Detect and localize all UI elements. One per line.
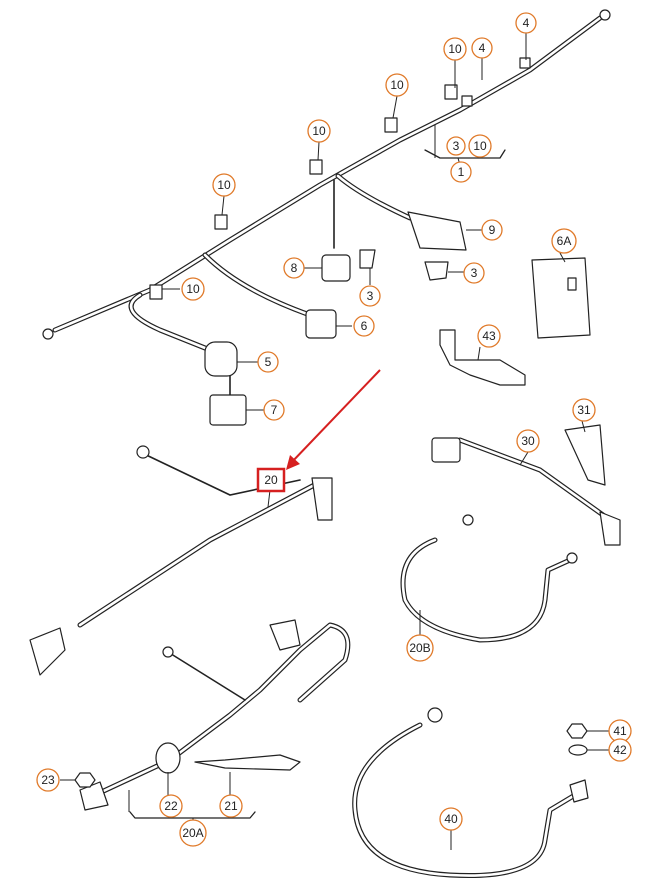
callout-42[interactable]: 42	[608, 738, 632, 762]
callout-3[interactable]: 3	[359, 285, 381, 307]
label-sticker-6A	[531, 257, 591, 339]
svg-text:5: 5	[265, 355, 272, 369]
highlight-arrow	[286, 369, 381, 470]
callout-41[interactable]: 41	[608, 719, 632, 743]
svg-text:10: 10	[186, 282, 200, 296]
svg-text:23: 23	[41, 773, 55, 787]
callout-31[interactable]: 31	[572, 398, 596, 422]
callout-10[interactable]: 10	[307, 119, 331, 143]
callout-10[interactable]: 10	[181, 277, 205, 301]
connector-5	[204, 341, 238, 377]
callout-5[interactable]: 5	[257, 351, 279, 373]
callout-3[interactable]: 3	[446, 136, 466, 156]
svg-text:10: 10	[473, 139, 487, 153]
battery-cable-30	[431, 424, 621, 546]
leader-lines	[60, 32, 610, 850]
callout-10[interactable]: 10	[212, 173, 236, 197]
svg-text:10: 10	[217, 178, 231, 192]
callout-4[interactable]: 4	[471, 37, 493, 59]
svg-text:10: 10	[312, 124, 326, 138]
callout-20-highlighted[interactable]: 20	[256, 467, 286, 493]
svg-text:1: 1	[458, 165, 465, 179]
svg-text:30: 30	[521, 434, 535, 448]
bracket-43	[439, 329, 526, 386]
ground-strap-20	[29, 445, 333, 676]
svg-text:6A: 6A	[557, 234, 572, 248]
svg-text:21: 21	[224, 799, 238, 813]
washer-42	[568, 744, 588, 756]
callout-8[interactable]: 8	[283, 257, 305, 279]
nut-23	[74, 772, 96, 788]
callout-40[interactable]: 40	[439, 807, 463, 831]
callout-10[interactable]: 10	[468, 134, 492, 158]
callout-1[interactable]: 1	[450, 161, 472, 183]
bracket-31	[564, 424, 606, 486]
callout-7[interactable]: 7	[263, 399, 285, 421]
main-wiring-harness	[42, 9, 611, 426]
cable-assembly-20A	[79, 619, 351, 826]
svg-text:8: 8	[291, 261, 298, 275]
callout-20B[interactable]: 20B	[406, 634, 434, 662]
callout-21[interactable]: 21	[219, 794, 243, 818]
svg-text:43: 43	[482, 329, 496, 343]
svg-text:9: 9	[489, 223, 496, 237]
svg-text:4: 4	[523, 16, 530, 30]
svg-text:3: 3	[471, 266, 478, 280]
svg-text:7: 7	[271, 403, 278, 417]
connector-6	[305, 309, 337, 339]
nut-41	[566, 723, 588, 739]
callout-23[interactable]: 23	[36, 768, 60, 792]
svg-text:42: 42	[613, 743, 627, 757]
callout-6[interactable]: 6	[353, 315, 375, 337]
svg-text:20: 20	[264, 473, 278, 487]
svg-text:20A: 20A	[182, 826, 203, 840]
svg-text:40: 40	[444, 812, 458, 826]
callout-30[interactable]: 30	[516, 429, 540, 453]
svg-text:6: 6	[361, 319, 368, 333]
svg-text:4: 4	[479, 41, 486, 55]
callout-3[interactable]: 3	[463, 262, 485, 284]
svg-text:3: 3	[453, 139, 460, 153]
svg-text:20B: 20B	[409, 641, 430, 655]
cable-40	[352, 707, 589, 879]
callout-10[interactable]: 10	[385, 73, 409, 97]
svg-text:41: 41	[613, 724, 627, 738]
svg-text:22: 22	[164, 799, 178, 813]
callout-22[interactable]: 22	[159, 794, 183, 818]
callout-43[interactable]: 43	[477, 324, 501, 348]
cable-20B	[400, 514, 578, 643]
callout-10[interactable]: 10	[443, 37, 467, 61]
connector-8	[321, 254, 351, 282]
svg-text:3: 3	[367, 289, 374, 303]
svg-text:10: 10	[448, 42, 462, 56]
svg-text:10: 10	[390, 78, 404, 92]
callout-20A[interactable]: 20A	[179, 819, 207, 847]
callout-9[interactable]: 9	[481, 219, 503, 241]
connector-7	[209, 394, 247, 426]
svg-text:31: 31	[577, 403, 591, 417]
callout-6A[interactable]: 6A	[551, 228, 577, 254]
connector-9	[407, 211, 467, 251]
callout-4-top[interactable]: 4	[515, 12, 537, 34]
